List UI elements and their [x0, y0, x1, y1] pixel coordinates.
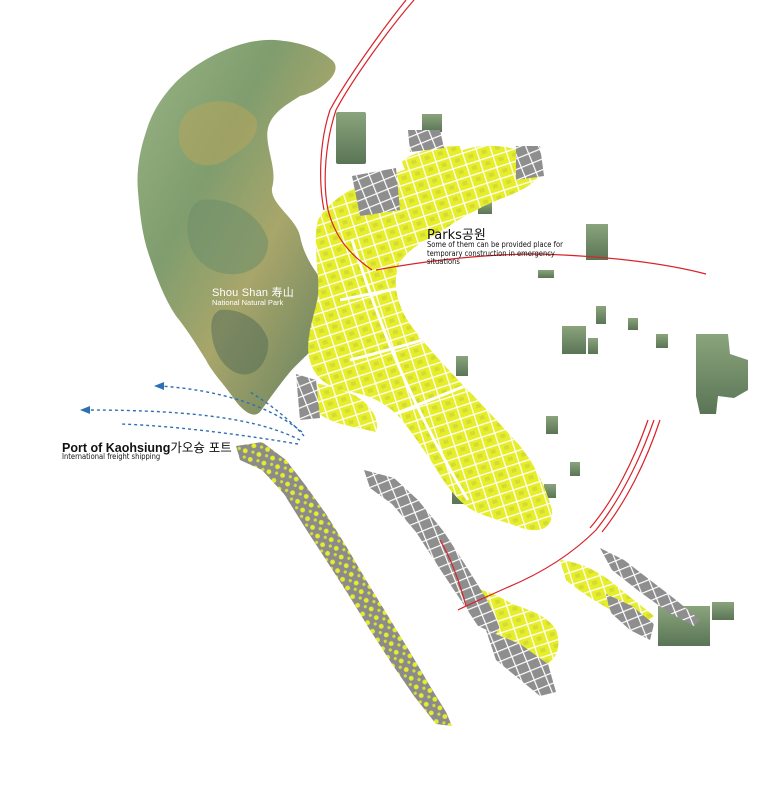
rail-lines	[320, 0, 707, 611]
park-texture	[187, 199, 269, 275]
parks-title: Parks공원	[427, 224, 486, 243]
roads	[339, 239, 501, 501]
port-blocks	[296, 130, 700, 696]
parks-title-kr: 공원	[461, 228, 486, 243]
parks-description: Some of them can be provided place for t…	[427, 240, 563, 266]
shipping-routes	[85, 385, 305, 445]
park-texture	[211, 309, 269, 375]
port-title-kr: 가오슝 포트	[170, 440, 232, 455]
park-texture	[178, 101, 258, 166]
port-title-en: Port of Kaohsiung	[62, 441, 171, 455]
shou-shan-title: Shou Shan 寿山	[212, 284, 294, 300]
coastal-strip	[236, 442, 452, 726]
shou-shan-name-en: Shou Shan	[212, 287, 269, 299]
shou-shan-name-cjk: 寿山	[271, 287, 294, 299]
parks-title-en: Parks	[427, 228, 462, 243]
shipping-arrowheads	[80, 382, 164, 414]
port-title: Port of Kaohsiung가오슝 포트	[62, 437, 232, 456]
port-description: International freight shipping	[62, 452, 161, 461]
shou-shan-subtitle: National Natural Park	[212, 298, 284, 307]
